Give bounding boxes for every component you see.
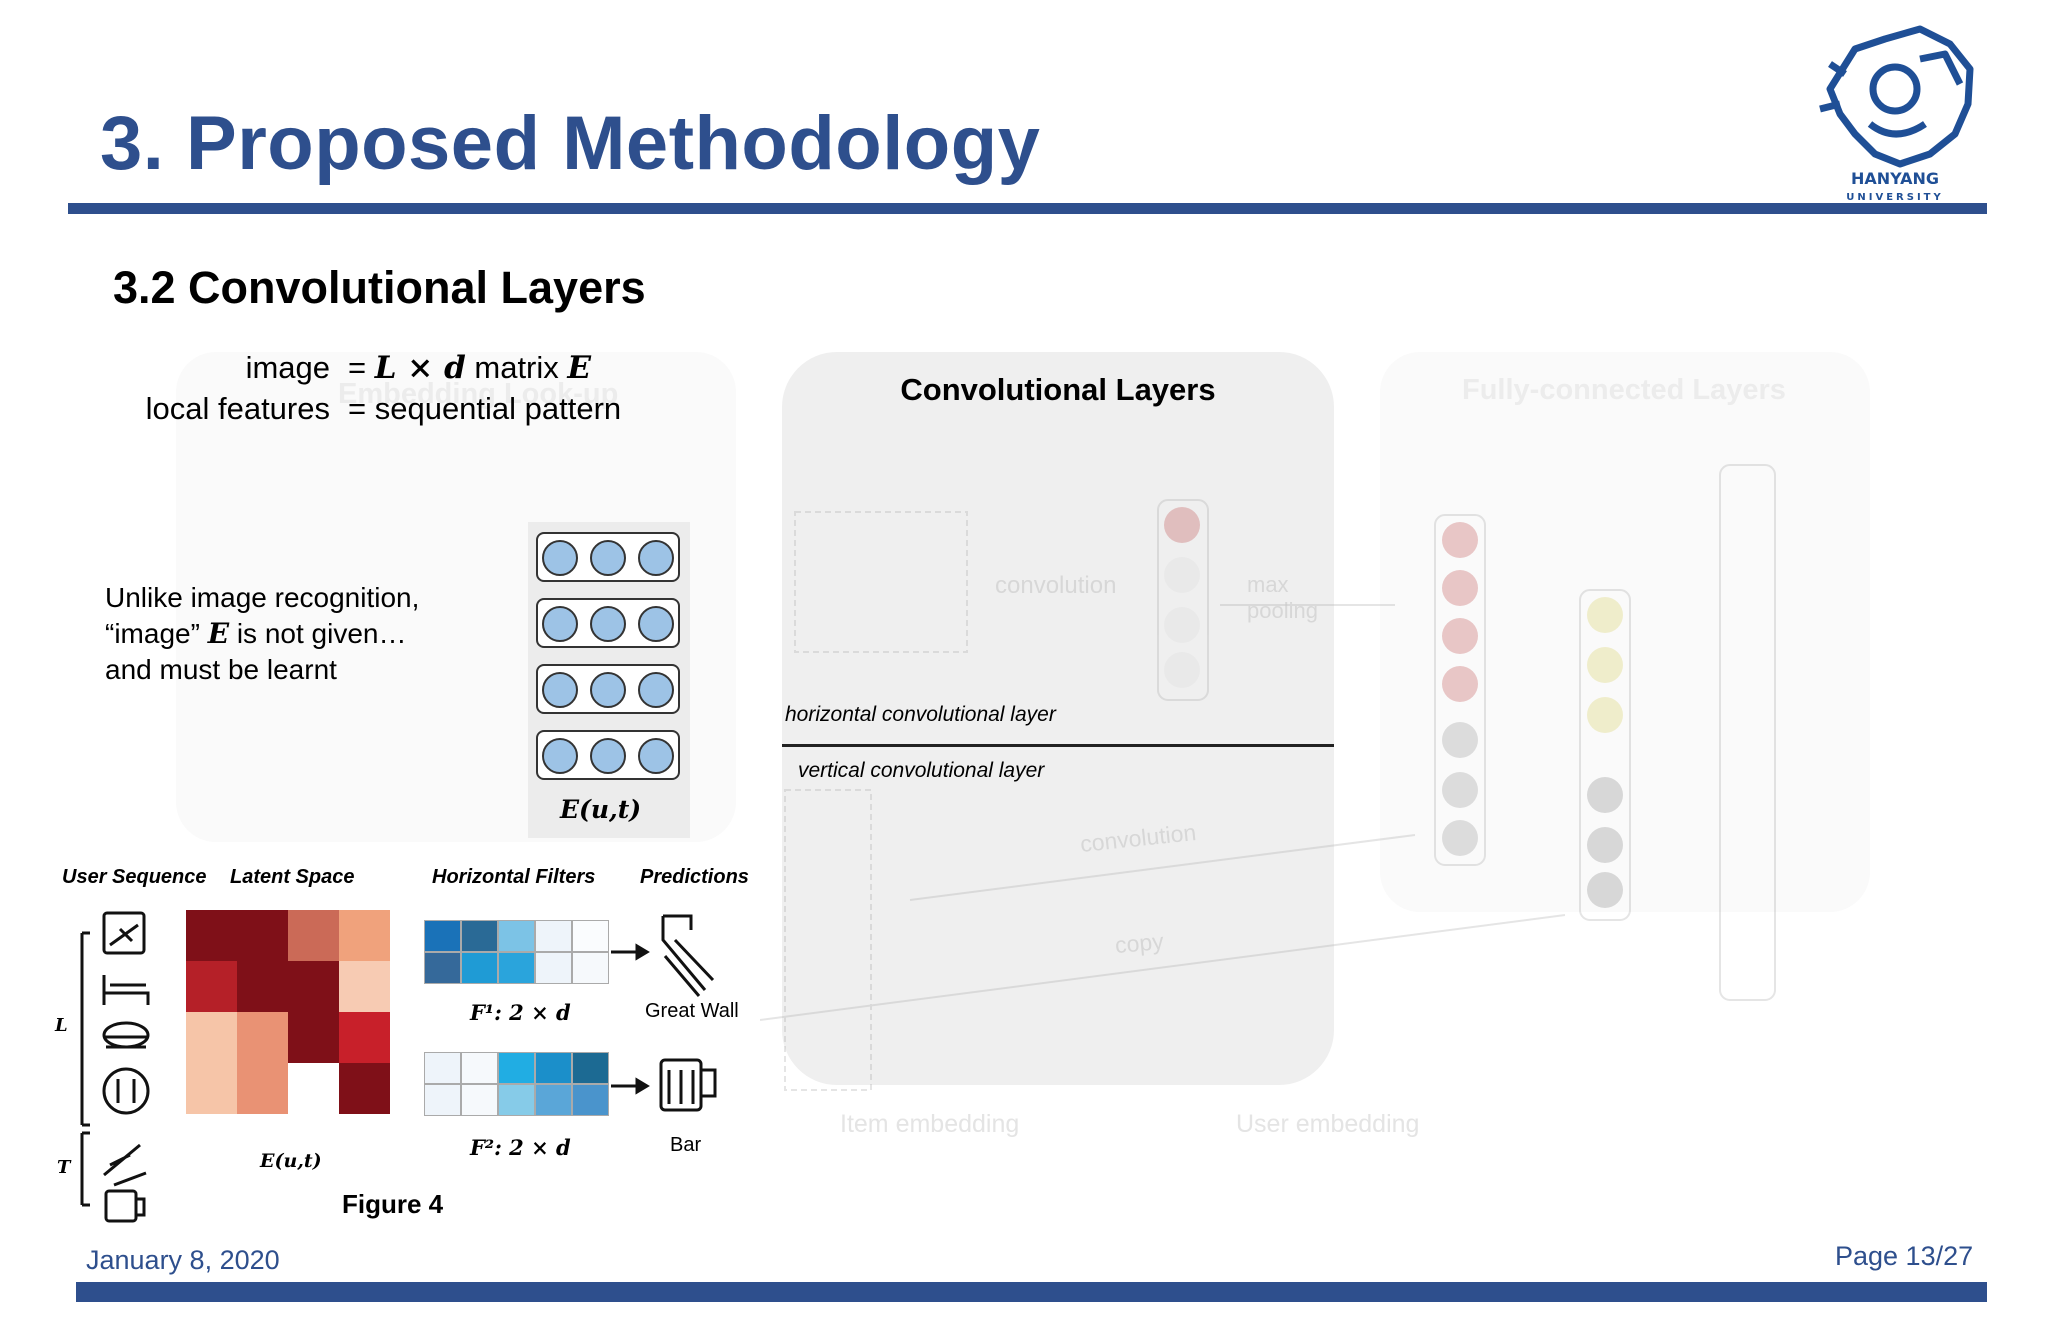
bracket-L — [80, 931, 90, 1127]
faded-diagram-shapes — [760, 464, 1776, 1091]
bed-icon — [102, 975, 150, 1005]
heatmap-cell — [237, 910, 288, 961]
great-wall-icon — [661, 914, 715, 997]
conv-layers-panel — [782, 352, 1334, 1085]
arrow-right-icon — [635, 943, 650, 961]
fig-col-latent-space: Latent Space — [230, 866, 355, 888]
conv-layers-title: Convolutional Layers — [900, 372, 1216, 407]
embedding-row — [536, 730, 680, 780]
fig-matrix-caption: E(u,t) — [260, 1150, 322, 1172]
note-text: Unlike image recognition, “image” E is n… — [105, 580, 419, 688]
beer-mug-icon — [659, 1058, 703, 1112]
user-sequence-icons — [80, 911, 150, 1223]
embedding-lookup-title: Embedding Look-up — [338, 378, 619, 410]
embedding-matrix-caption: E(u,t) — [560, 795, 642, 824]
title-underline — [68, 203, 1987, 214]
heatmap-cell — [288, 1012, 339, 1063]
user-embedding-label: User embedding — [1236, 1110, 1420, 1138]
heatmap-cell — [288, 1063, 339, 1114]
eq-image-label: image — [245, 350, 330, 385]
eq-equals: = — [348, 350, 375, 385]
prediction-arrows-and-icons — [611, 914, 717, 1112]
eq-dim: L × d — [374, 350, 466, 386]
heatmap-cell — [237, 1012, 288, 1063]
vertical-conv-label: vertical convolutional layer — [798, 759, 1045, 782]
max-pooling-label: max pooling — [1247, 572, 1318, 623]
note-line-3: and must be learnt — [105, 654, 337, 685]
eq-var-e: E — [567, 350, 592, 386]
eq-matrix-word: matrix — [465, 350, 568, 385]
figure-caption: Figure 4 — [342, 1189, 444, 1219]
latent-space-heatmap — [186, 910, 392, 1118]
copy-label: copy — [1113, 927, 1165, 959]
filter-F1-caption: F¹: 2 × d — [470, 1000, 571, 1025]
footer-page-number: Page 13/27 — [1835, 1241, 1974, 1271]
embedding-row — [536, 664, 680, 714]
arrow-right-icon — [635, 1077, 650, 1095]
footer-date: January 8, 2020 — [86, 1245, 280, 1275]
logo-wordmark-2: UNIVERSITY — [1846, 192, 1943, 203]
fc-panel-bg — [1380, 352, 1870, 912]
filter-F2-caption: F²: 2 × d — [470, 1135, 571, 1160]
fig-T-label: T — [57, 1157, 71, 1178]
convolution-label-1: convolution — [995, 572, 1117, 599]
eq-image-rhs: = L × d matrix E — [348, 350, 591, 386]
fig-col-user-sequence: User Sequence — [62, 866, 207, 888]
embedding-row — [536, 598, 680, 648]
great-wall-icon — [103, 1143, 147, 1187]
heatmap-cell — [186, 1063, 237, 1114]
eq-sequential-pattern: = sequential pattern — [348, 391, 622, 426]
conv-divider — [782, 744, 1334, 747]
note-line-2: “image” E is not given… — [105, 617, 407, 650]
fig-col-horizontal-filters: Horizontal Filters — [432, 866, 596, 888]
burger-icon — [102, 1021, 150, 1049]
fully-connected-title: Fully-connected Layers — [1462, 374, 1786, 406]
bracket-T — [80, 1131, 90, 1207]
heatmap-cell — [237, 961, 288, 1012]
heatmap-cell — [186, 1012, 237, 1063]
heatmap-cell — [237, 1063, 288, 1114]
heatmap-cell — [186, 910, 237, 961]
fig-L-label: L — [55, 1015, 68, 1036]
heatmap-cell — [339, 910, 390, 961]
horizontal-conv-label: horizontal convolutional layer — [785, 703, 1056, 726]
filter-F1 — [424, 920, 610, 986]
flight-icon — [102, 911, 146, 955]
embedding-row — [536, 532, 680, 582]
note-line-1: Unlike image recognition, — [105, 582, 420, 613]
heatmap-cell — [288, 910, 339, 961]
embedding-matrix — [528, 522, 690, 838]
heatmap-cell — [186, 961, 237, 1012]
beer-icon — [104, 1189, 138, 1223]
footer-bar — [76, 1282, 1987, 1302]
fig-col-predictions: Predictions — [640, 866, 749, 888]
heatmap-cell — [339, 961, 390, 1012]
eq-local-features-label: local features — [145, 391, 330, 426]
logo-wordmark-1: HANYANG — [1851, 169, 1939, 188]
section-subtitle: 3.2 Convolutional Layers — [113, 262, 646, 313]
hanyang-lion-logo: HANYANG UNIVERSITY — [1819, 25, 1974, 203]
item-embedding-label: Item embedding — [840, 1110, 1020, 1138]
restaurant-icon — [102, 1067, 150, 1115]
heatmap-cell — [339, 1063, 390, 1114]
prediction-great-wall: Great Wall — [645, 1000, 739, 1022]
slide-title: 3. Proposed Methodology — [100, 101, 1041, 186]
prediction-bar: Bar — [670, 1134, 702, 1156]
heatmap-cell — [339, 1012, 390, 1063]
filter-F2 — [424, 1052, 610, 1118]
heatmap-cell — [288, 961, 339, 1012]
